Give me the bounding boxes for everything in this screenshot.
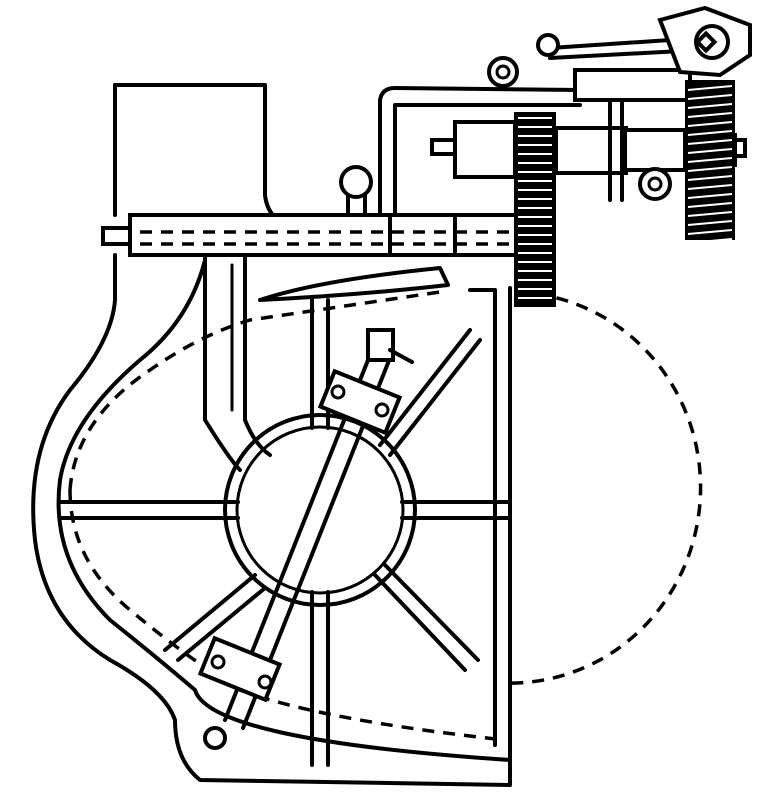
- spur-gear: [514, 112, 556, 307]
- wheel-hub: [58, 298, 512, 767]
- horizontal-shaft: [101, 213, 522, 257]
- worm-thread: [687, 202, 733, 208]
- worm-thread: [687, 220, 733, 226]
- worm-thread: [687, 184, 733, 190]
- worm-thread: [687, 112, 733, 118]
- worm-thread: [687, 175, 733, 181]
- worm-thread: [687, 193, 733, 199]
- worm-thread: [687, 238, 733, 244]
- worm-thread: [687, 148, 733, 154]
- worm-thread: [687, 85, 733, 91]
- drive-mechanism: [339, 5, 752, 244]
- worm-thread: [687, 157, 733, 163]
- worm-thread: [687, 166, 733, 172]
- worm-thread: [687, 211, 733, 217]
- worm-thread: [687, 139, 733, 145]
- dashed-wheel-outline: [504, 290, 703, 685]
- worm-thread: [687, 229, 733, 235]
- worm-thread: [687, 130, 733, 136]
- worm-thread: [687, 103, 733, 109]
- worm-thread: [687, 94, 733, 100]
- worm-thread: [687, 121, 733, 127]
- connecting-rod: [197, 328, 414, 750]
